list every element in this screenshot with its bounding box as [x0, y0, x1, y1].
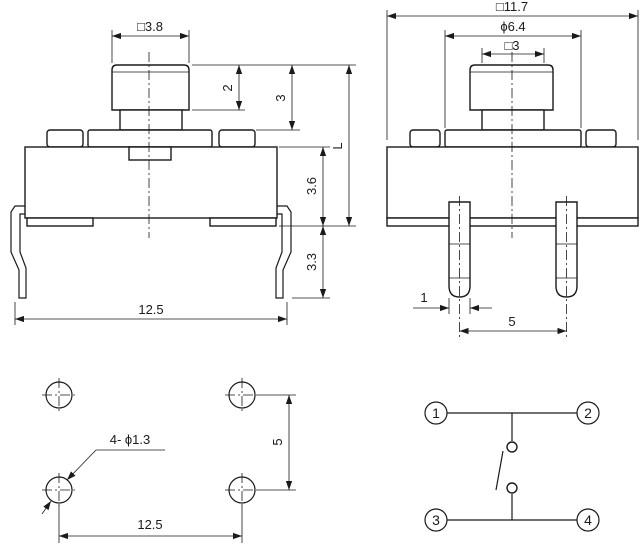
- dim-plunger-height: 2: [220, 84, 235, 91]
- side-right-pin: [555, 201, 578, 298]
- pad-hole: [225, 473, 259, 507]
- pad-hole: [42, 473, 76, 507]
- dim-plunger-to-body: 3: [273, 94, 288, 101]
- dim-pin-length: 3.3: [304, 253, 319, 271]
- dim-body-width: □11.7: [496, 0, 528, 14]
- dim-plunger-size: □3: [504, 38, 519, 53]
- dim-plunger-width: □3.8: [137, 19, 163, 34]
- svg-text:4: 4: [584, 512, 592, 528]
- side-plunger: [469, 64, 554, 111]
- side-body: [386, 146, 639, 219]
- terminal-1: 1: [424, 401, 448, 425]
- dim-pin-span: 12.5: [138, 302, 163, 317]
- terminal-2: 2: [576, 401, 600, 425]
- switch-schematic: 1 2 3 4: [424, 401, 600, 532]
- side-view: □11.7 ϕ6.4 □3 1 5: [386, 0, 639, 338]
- pad-hole: [225, 378, 259, 412]
- terminal-4: 4: [576, 508, 600, 532]
- svg-text:2: 2: [584, 405, 592, 421]
- hole-callout: 4- ϕ1.3: [110, 432, 151, 447]
- svg-text:3: 3: [432, 512, 440, 528]
- pad-hole: [42, 378, 76, 412]
- svg-text:1: 1: [432, 405, 440, 421]
- dim-collar-dia: ϕ6.4: [500, 19, 525, 34]
- side-left-pin: [448, 201, 471, 298]
- terminal-3: 3: [424, 508, 448, 532]
- dim-pin-width: 1: [420, 290, 427, 305]
- footprint-view: 4- ϕ1.3 5 12.5: [41, 378, 296, 543]
- front-left-pin: [10, 205, 27, 299]
- front-plunger: [111, 64, 190, 111]
- dim-hole-spacing-v: 5: [270, 438, 285, 445]
- front-view: □3.8 2 3 3.6 L 3.3 12.5: [10, 19, 356, 325]
- dim-hole-spacing-h: 12.5: [137, 517, 162, 532]
- dim-overall-height: L: [330, 142, 345, 149]
- front-plunger-stem: [119, 109, 183, 131]
- dim-body-height: 3.6: [304, 177, 319, 195]
- front-right-pin: [275, 205, 292, 299]
- dim-pin-pitch: 5: [508, 314, 515, 329]
